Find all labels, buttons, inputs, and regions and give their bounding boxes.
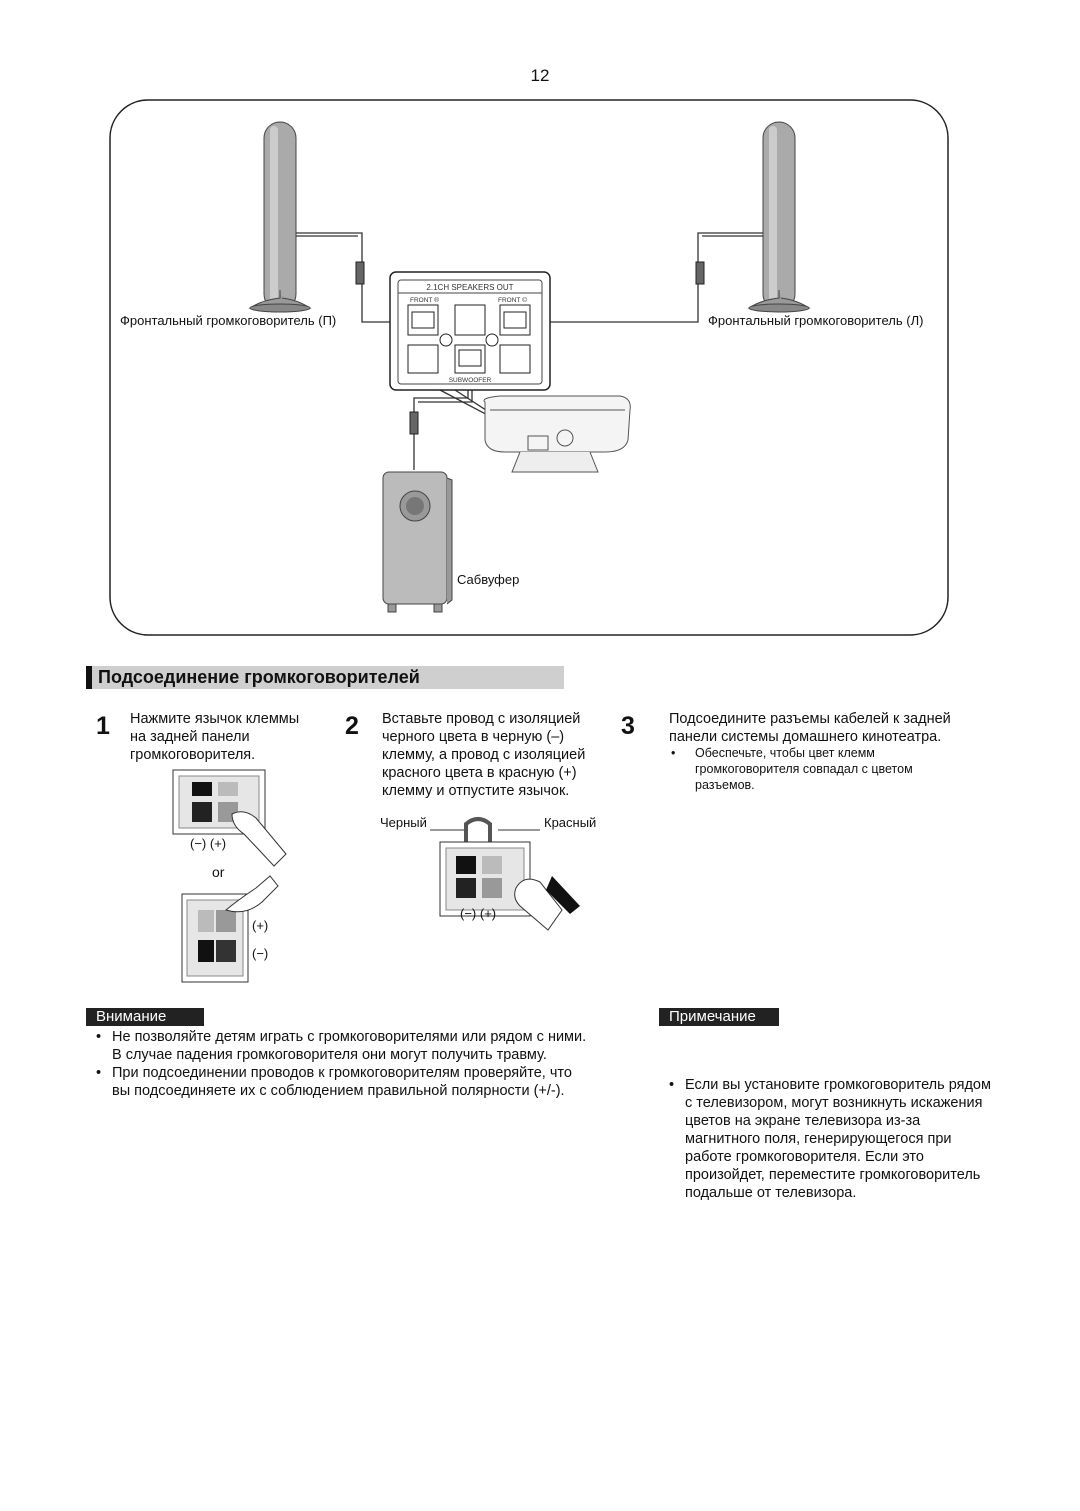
note-header: Примечание xyxy=(659,1008,779,1026)
step-1-number: 1 xyxy=(96,712,110,740)
diagram-frame xyxy=(109,99,949,636)
label-front-right: Фронтальный громкоговоритель (П) xyxy=(120,313,337,328)
label-minus: (−) xyxy=(252,946,269,961)
svg-text:FRONT ©: FRONT © xyxy=(498,296,527,304)
step-2-number: 2 xyxy=(345,712,359,740)
page-number: 12 xyxy=(530,66,550,85)
section-title: Подсоединение громкоговорителей xyxy=(86,666,564,689)
label-subwoofer: Сабвуфер xyxy=(457,572,520,587)
label-red: Красный xyxy=(544,815,597,830)
speaker-connection-diagram: 2.1CH SPEAKERS OUT FRONT ® FRONT © SUBWO… xyxy=(109,99,949,636)
svg-text:2.1CH SPEAKERS OUT: 2.1CH SPEAKERS OUT xyxy=(426,283,513,292)
main-unit-illustration xyxy=(483,395,631,473)
terminal-wire-figure xyxy=(430,817,580,931)
label-black: Черный xyxy=(380,815,427,830)
front-right-speaker-illustration xyxy=(248,121,312,313)
svg-text:FRONT ®: FRONT ® xyxy=(410,296,439,304)
caution-list: Не позволяйте детям играть с громкоговор… xyxy=(96,1028,636,1100)
note-text: Если вы установите громкоговоритель рядо… xyxy=(669,1076,1045,1202)
step-3-number: 3 xyxy=(621,712,635,740)
step-3-bullet: Обеспечьте, чтобы цвет клеммгромкоговори… xyxy=(671,745,1080,793)
label-plus: (+) xyxy=(252,918,269,933)
label-or: or xyxy=(212,864,225,880)
label-minus-plus-2: (−) (+) xyxy=(460,906,497,921)
subwoofer-illustration xyxy=(382,471,453,613)
front-left-speaker-illustration xyxy=(747,121,811,313)
label-minus-plus-1: (−) (+) xyxy=(190,836,227,851)
speakers-out-panel: 2.1CH SPEAKERS OUT FRONT ® FRONT © SUBWO… xyxy=(389,271,551,391)
label-front-left: Фронтальный громкоговоритель (Л) xyxy=(708,313,924,328)
svg-text:SUBWOOFER: SUBWOOFER xyxy=(449,377,492,384)
terminal-press-figure xyxy=(172,769,287,983)
caution-header: Внимание xyxy=(86,1008,204,1026)
